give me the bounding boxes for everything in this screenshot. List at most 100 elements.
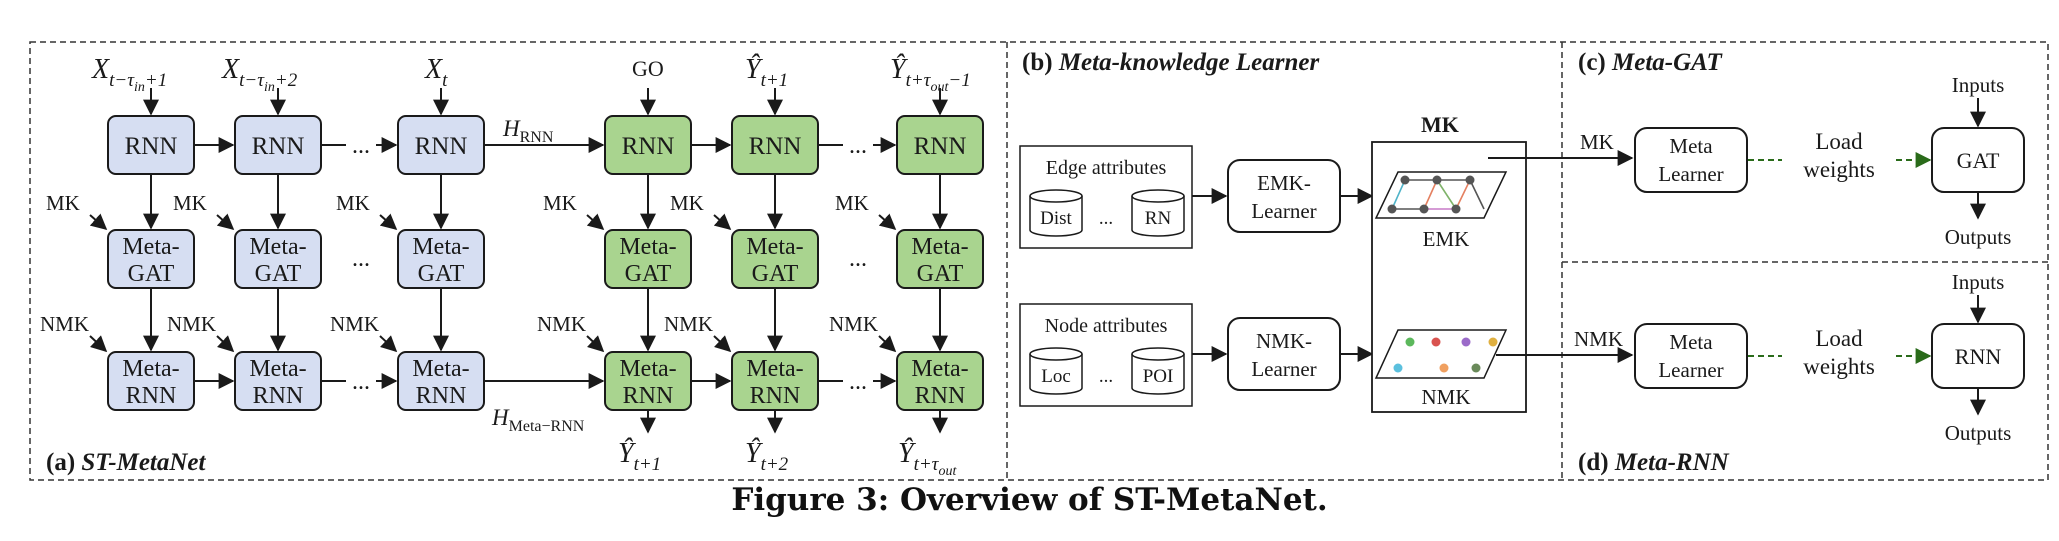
nmk-label: NMK: [40, 312, 89, 336]
meta-gat-label: GAT: [418, 261, 465, 287]
loc-cylinder: [1029, 347, 1083, 395]
edge-attributes-label: Edge attributes: [1046, 157, 1167, 179]
loc-label: Loc: [1041, 366, 1071, 387]
ellipsis: ...: [352, 246, 370, 272]
meta-rnn-label: Meta-: [911, 356, 968, 382]
meta-gat-label: GAT: [625, 261, 672, 287]
meta-gat-label: GAT: [128, 261, 175, 287]
panel-b-meta-knowledge-learner: (b) Meta-knowledge Learner Edge attribut…: [1019, 49, 1527, 413]
input-label-yhat-t-plus-tau-out-minus-1: Ŷt+τout−1: [890, 54, 971, 95]
mk-connectors: [1488, 150, 1634, 363]
emk-learner-label: EMK-: [1257, 171, 1311, 195]
input-label-x-t-minus-tau-in-plus-1: Xt−τin+1: [91, 54, 167, 95]
meta-rnn-label: RNN: [416, 383, 467, 409]
nmk-learner-label: Learner: [1251, 357, 1316, 381]
meta-gat-label: Meta-: [619, 234, 676, 260]
panel-borders: [29, 41, 2049, 481]
inputs-label: Inputs: [1952, 270, 2005, 294]
meta-rnn-label: Meta-: [619, 356, 676, 382]
meta-rnn-label: RNN: [253, 383, 304, 409]
meta-gat-label: Meta-: [412, 234, 469, 260]
poi-label: POI: [1143, 366, 1174, 387]
go-label: GO: [632, 56, 664, 81]
ellipsis: ...: [849, 246, 867, 272]
overview-diagram: Xt−τin+1 Xt−τin+2 Xt GO Ŷt+1 Ŷt+τout−1: [29, 41, 2049, 481]
rnn-label: RNN: [749, 133, 802, 160]
nmk-label: NMK: [1574, 327, 1623, 351]
load-weights-label: Load: [1815, 129, 1863, 154]
panel-a-st-metanet: Xt−τin+1 Xt−τin+2 Xt GO Ŷt+1 Ŷt+τout−1: [40, 54, 984, 479]
mk-label: MK: [670, 191, 704, 215]
input-label-yhat-t-plus-1: Ŷt+1: [745, 54, 788, 91]
mk-label: MK: [835, 191, 869, 215]
figure-caption: Figure 3: Overview of ST-MetaNet.: [731, 482, 1328, 518]
rnn-label: RNN: [125, 133, 178, 160]
input-label-x-t-minus-tau-in-plus-2: Xt−τin+2: [221, 54, 298, 95]
ellipsis: ...: [1099, 366, 1113, 387]
emk-graph: [1374, 171, 1508, 219]
dist-label: Dist: [1040, 208, 1072, 229]
nmk-learner-label: NMK-: [1256, 329, 1312, 353]
meta-gat-label: GAT: [255, 261, 302, 287]
outputs-label: Outputs: [1945, 421, 2012, 445]
load-weights-label: weights: [1803, 157, 1875, 182]
mk-box-title: MK: [1421, 112, 1459, 137]
encoder-cells: [107, 115, 485, 411]
meta-learner-label: Learner: [1658, 162, 1723, 186]
outputs-label: Outputs: [1945, 225, 2012, 249]
panel-d-title: (d) Meta-RNN: [1578, 449, 1730, 476]
meta-rnn-label: RNN: [623, 383, 674, 409]
meta-gat-label: Meta-: [122, 234, 179, 260]
rnn-label: RNN: [1955, 344, 2002, 369]
output-label-yhat-t-plus-tau-out: Ŷt+τout: [898, 438, 957, 479]
panel-c-title: (c) Meta-GAT: [1578, 49, 1723, 76]
nmk-label: NMK: [1421, 385, 1470, 409]
rn-label: RN: [1145, 208, 1172, 229]
panel-b-title: (b) Meta-knowledge Learner: [1022, 49, 1319, 76]
meta-learner-label: Learner: [1658, 358, 1723, 382]
poi-cylinder: [1131, 347, 1185, 395]
meta-learner-label: Meta: [1669, 134, 1713, 158]
panel-a-title: (a) ST-MetaNet: [46, 449, 207, 476]
h-rnn-label: HRNN: [502, 116, 554, 146]
nmk-graph: [1374, 329, 1508, 379]
nmk-label: NMK: [664, 312, 713, 336]
ellipsis: ...: [849, 133, 867, 159]
mk-label: MK: [46, 191, 80, 215]
meta-learner-box: [1634, 323, 1748, 389]
meta-learner-box: [1634, 127, 1748, 193]
meta-rnn-label: Meta-: [249, 356, 306, 382]
meta-rnn-label: Meta-: [412, 356, 469, 382]
mk-label: MK: [543, 191, 577, 215]
meta-learner-label: Meta: [1669, 330, 1713, 354]
ellipsis: ...: [352, 369, 370, 395]
rn-cylinder: [1131, 189, 1185, 237]
load-weights-label: Load: [1815, 326, 1863, 351]
meta-rnn-label: RNN: [126, 383, 177, 409]
meta-gat-label: GAT: [752, 261, 799, 287]
rnn-label: RNN: [252, 133, 305, 160]
node-attributes-label: Node attributes: [1045, 315, 1168, 337]
meta-gat-label: Meta-: [746, 234, 803, 260]
emk-label: EMK: [1423, 227, 1470, 251]
meta-gat-label: Meta-: [249, 234, 306, 260]
vertical-arrows: [143, 174, 948, 434]
meta-rnn-label: RNN: [915, 383, 966, 409]
ellipsis: ...: [1099, 208, 1113, 229]
nmk-label: NMK: [537, 312, 586, 336]
ellipsis: ...: [352, 133, 370, 159]
panel-d-meta-rnn: NMK Meta Learner Load weights RNN Inputs…: [1574, 270, 2025, 476]
nmk-label: NMK: [829, 312, 878, 336]
meta-knowledge-arrows: [89, 213, 897, 353]
mk-label: MK: [1580, 130, 1614, 154]
output-label-yhat-t-plus-2: Ŷt+2: [745, 438, 789, 475]
mk-label: MK: [173, 191, 207, 215]
meta-rnn-label: Meta-: [746, 356, 803, 382]
output-label-yhat-t-plus-1: Ŷt+1: [618, 438, 661, 475]
meta-gat-label: Meta-: [911, 234, 968, 260]
inputs-label: Inputs: [1952, 73, 2005, 97]
mk-label: MK: [336, 191, 370, 215]
decoder-cells: [604, 115, 984, 411]
rnn-label: RNN: [914, 133, 967, 160]
input-label-x-t: Xt: [424, 54, 448, 91]
